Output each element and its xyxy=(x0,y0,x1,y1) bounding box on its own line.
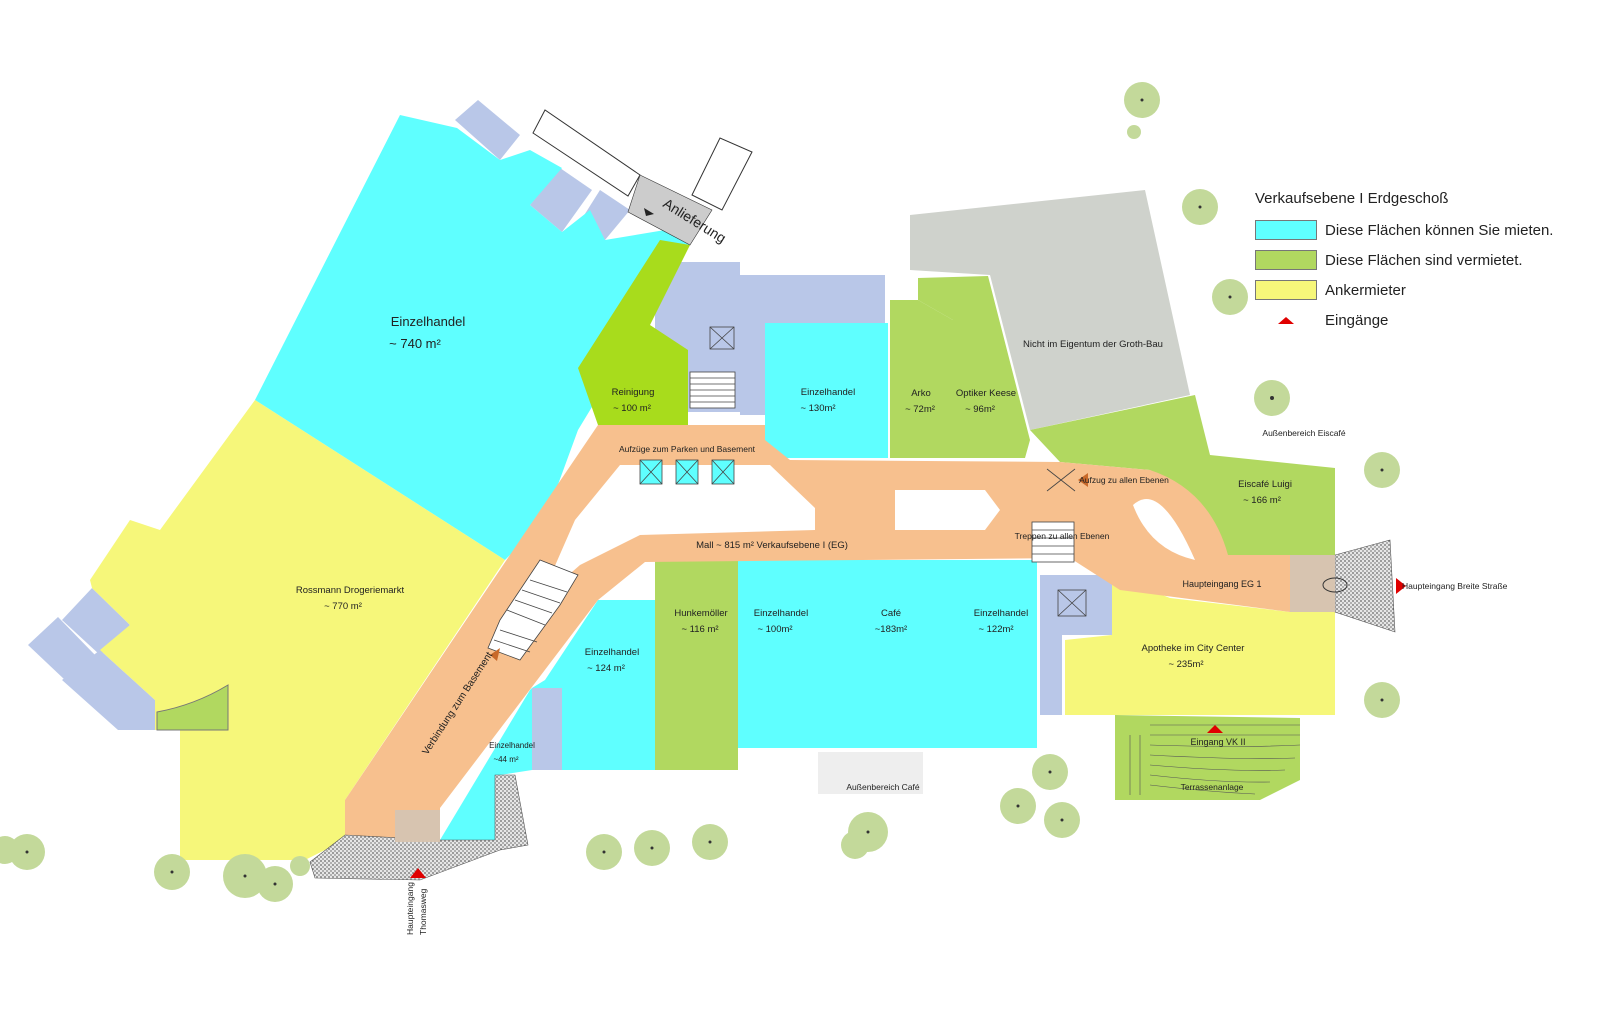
swatch-available xyxy=(1255,220,1317,240)
unit-einzelhandel-44-area: ~44 m² xyxy=(493,755,518,764)
unit-eiscafe-area xyxy=(1030,395,1335,555)
legend-title: Verkaufsebene I Erdgeschoß xyxy=(1255,190,1449,207)
unit-einzelhandel-44 xyxy=(440,688,532,840)
revolving-door xyxy=(1322,577,1348,593)
unit-reinigung-name: Reinigung xyxy=(612,387,655,398)
mall-label: Mall ~ 815 m² Verkaufsebene I (EG) xyxy=(696,540,848,551)
entrance-vestibule-right xyxy=(1290,555,1335,612)
legend-item-anchor: Ankermieter xyxy=(1255,275,1575,305)
unit-einzelhandel-740-area: ~ 740 m² xyxy=(389,336,441,351)
not-owned-label: Nicht im Eigentum der Groth-Bau xyxy=(1023,339,1163,350)
haupteingang-thomasweg-label-2: Thomasweg xyxy=(418,888,428,935)
eingang-vk2-label: Eingang VK II xyxy=(1190,737,1245,747)
available-units xyxy=(255,115,1077,840)
unit-einzelhandel-130-name: Einzelhandel xyxy=(801,387,855,398)
unit-apotheke xyxy=(1065,575,1335,715)
swatch-rented xyxy=(1255,250,1317,270)
unit-eiscafe-name: Eiscafé Luigi xyxy=(1238,479,1292,490)
entrance-thomasweg-icon xyxy=(410,868,426,878)
delivery-shed xyxy=(691,137,753,211)
unit-cafe-name: Café xyxy=(881,608,901,619)
unit-arko-area: ~ 72m² xyxy=(905,404,935,415)
unit-rossmann xyxy=(90,400,505,860)
lift-all-levels-label: Aufzug zu allen Ebenen xyxy=(1079,475,1169,485)
legend-item-available: Diese Flächen können Sie mieten. xyxy=(1255,215,1575,245)
entrance-markers xyxy=(410,473,1406,878)
mall-void-left xyxy=(540,465,815,600)
unit-hunkemoeller-area: ~ 116 m² xyxy=(681,624,718,635)
legend-label: Diese Flächen können Sie mieten. xyxy=(1325,221,1554,239)
unit-hunkemoeller-name: Hunkemöller xyxy=(674,608,727,619)
unit-eiscafe-area: ~ 166 m² xyxy=(1243,495,1281,506)
legend-label: Diese Flächen sind vermietet. xyxy=(1325,251,1523,269)
unit-einzelhandel-122-area: ~ 122m² xyxy=(978,624,1013,635)
unit-cafe-area: ~183m² xyxy=(875,624,907,635)
delivery-ramp xyxy=(627,174,713,246)
terrace-steps xyxy=(1129,724,1301,795)
unit-einzelhandel-122 xyxy=(955,560,1037,748)
legend-label: Eingänge xyxy=(1325,311,1389,329)
outdoor-cafe-label: Außenbereich Café xyxy=(846,782,920,792)
unit-einzelhandel-124-name: Einzelhandel xyxy=(585,647,639,658)
unit-einzelhandel-124-area: ~ 124 m² xyxy=(587,663,625,674)
unit-cafe xyxy=(818,560,955,748)
entrance-pavement-right xyxy=(1334,539,1396,633)
haupteingang-breite-label: Haupteingang Breite Straße xyxy=(1402,581,1508,591)
unit-apotheke-name: Apotheke im City Center xyxy=(1142,643,1245,654)
unit-einzelhandel-100-name: Einzelhandel xyxy=(754,608,808,619)
entrance-vestibule-left xyxy=(395,810,440,842)
legend-label: Ankermieter xyxy=(1325,281,1406,299)
unit-einzelhandel-740-name: Einzelhandel xyxy=(391,314,466,329)
unit-einzelhandel-124 xyxy=(532,600,655,770)
tree-dots xyxy=(25,98,1384,886)
unit-reinigung-area: ~ 100 m² xyxy=(613,403,651,414)
delivery-arrow-icon xyxy=(644,208,654,216)
mall-void-oval xyxy=(1133,499,1195,560)
unit-rossmann-area: ~ 770 m² xyxy=(324,601,362,612)
unit-arko-name: Arko xyxy=(911,388,931,399)
unit-einzelhandel-44-name: Einzelhandel xyxy=(489,741,535,750)
lifts-parking-label: Aufzüge zum Parken und Basement xyxy=(619,444,756,454)
stairs-all-levels-label: Treppen zu allen Ebenen xyxy=(1015,531,1110,541)
rossmann-entrance-curve xyxy=(156,684,229,731)
unit-hunkemoeller xyxy=(655,560,738,770)
unit-arko xyxy=(890,300,953,458)
unit-optiker-name: Optiker Keese xyxy=(956,388,1016,399)
haupteingang-thomasweg-label-1: Haupteingang xyxy=(405,882,415,935)
outdoor-cafe-area xyxy=(818,752,923,794)
unit-optiker xyxy=(918,276,1030,458)
entrance-breite-icon xyxy=(1396,578,1406,594)
mall-void-center xyxy=(895,490,1000,530)
unit-einzelhandel-130 xyxy=(765,323,888,458)
entrance-vk2-icon xyxy=(1207,725,1223,733)
basement-arrow-icon xyxy=(490,648,500,661)
legend: Verkaufsebene I Erdgeschoß Diese Flächen… xyxy=(1255,190,1575,335)
unit-einzelhandel-100-area: ~ 100m² xyxy=(757,624,792,635)
legend-item-rented: Diese Flächen sind vermietet. xyxy=(1255,245,1575,275)
unit-rossmann-name: Rossmann Drogeriemarkt xyxy=(296,585,405,596)
not-owned-area xyxy=(910,190,1190,430)
haupteingang-eg1-label: Haupteingang EG 1 xyxy=(1182,579,1261,589)
lift-icons xyxy=(639,326,1087,617)
stairs-icons xyxy=(487,371,1075,661)
outdoor-eiscafe-label: Außenbereich Eiscafé xyxy=(1262,428,1345,438)
terrassenanlage-label: Terrassenanlage xyxy=(1181,782,1244,792)
lift-arrow-icon xyxy=(1078,473,1088,487)
unit-einzelhandel-130-area: ~ 130m² xyxy=(800,403,835,414)
entrance-triangle-icon xyxy=(1255,310,1317,330)
unit-einzelhandel-100 xyxy=(738,560,818,748)
legend-item-entrances: Eingänge xyxy=(1255,305,1575,335)
unit-apotheke-area: ~ 235m² xyxy=(1168,659,1203,670)
anchor-units xyxy=(90,400,1335,860)
unit-einzelhandel-122-name: Einzelhandel xyxy=(974,608,1028,619)
swatch-anchor xyxy=(1255,280,1317,300)
unit-reinigung xyxy=(578,240,690,425)
unit-optiker-area: ~ 96m² xyxy=(965,404,995,415)
